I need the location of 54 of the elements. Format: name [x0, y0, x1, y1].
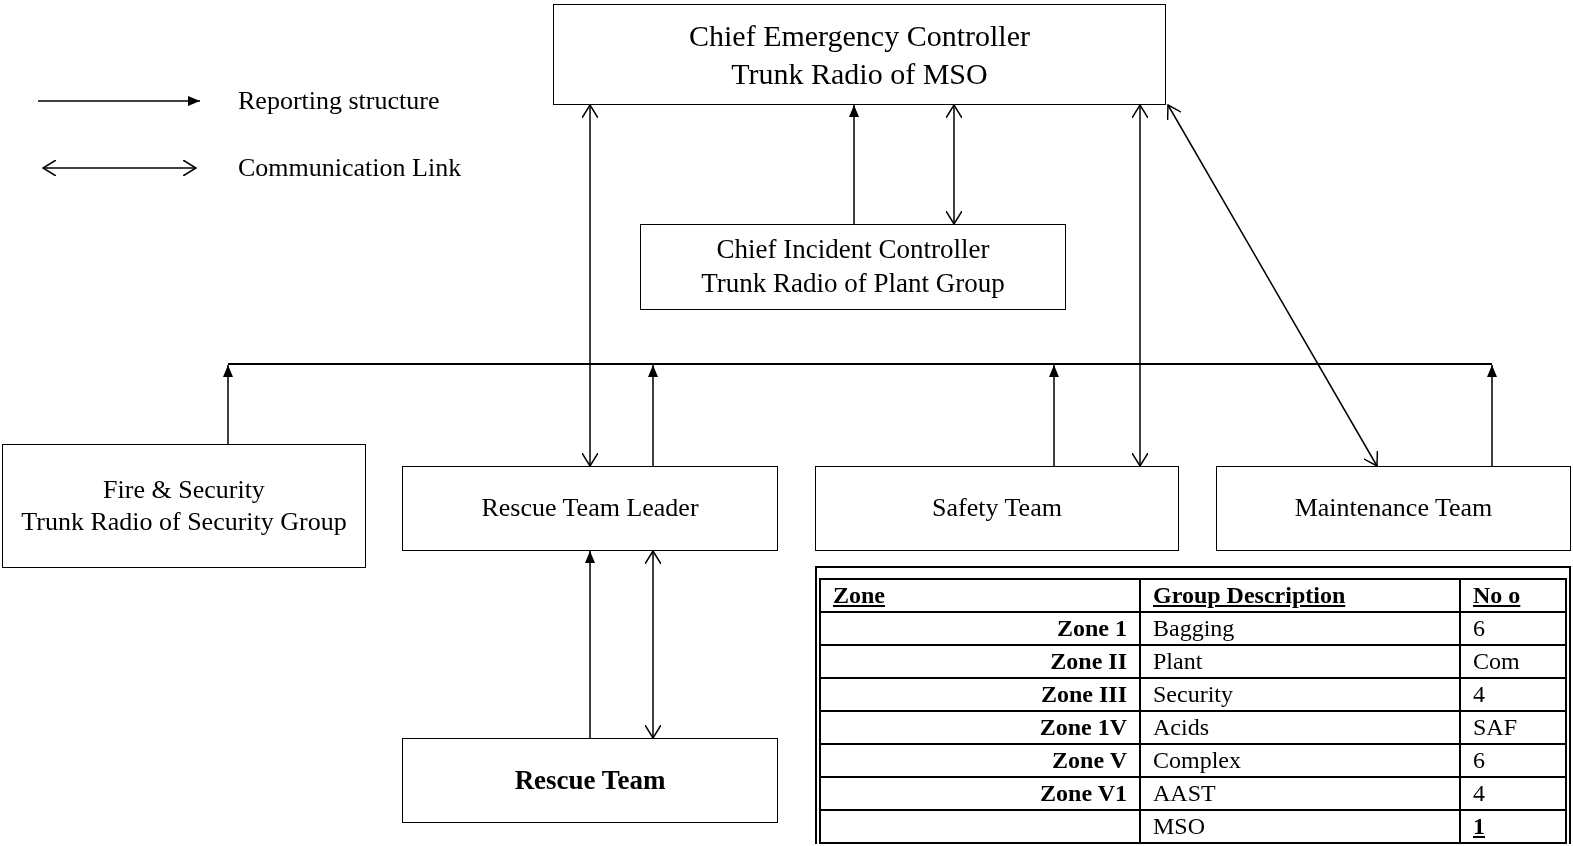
arrow — [644, 550, 662, 739]
arrow — [945, 104, 963, 225]
table-header: No o — [1460, 579, 1566, 612]
box-text: Rescue Team Leader — [481, 492, 699, 525]
table-cell: Acids — [1140, 711, 1460, 744]
table-cell: Security — [1140, 678, 1460, 711]
arrow — [585, 550, 595, 739]
org-box — [2, 444, 366, 568]
table-cell: 6 — [1460, 612, 1566, 645]
table-cell: 4 — [1460, 678, 1566, 711]
arrow — [1487, 364, 1497, 467]
table-cell: Zone 1V — [820, 711, 1140, 744]
table-cell: Zone II — [820, 645, 1140, 678]
table-header: Group Description — [1140, 579, 1460, 612]
arrow — [849, 104, 859, 225]
table-cell: MSO — [1140, 810, 1460, 843]
org-box — [553, 4, 1166, 105]
table-cell: SAF — [1460, 711, 1566, 744]
box-text: Chief Emergency Controller — [689, 18, 1030, 54]
box-text: Trunk Radio of Plant Group — [701, 267, 1005, 300]
org-box — [402, 738, 778, 823]
table-cell: AAST — [1140, 777, 1460, 810]
legend-text: Communication Link — [238, 153, 462, 183]
org-box — [815, 466, 1179, 551]
table-header: Zone — [820, 579, 1140, 612]
table-cell: Plant — [1140, 645, 1460, 678]
arrow — [1166, 104, 1379, 467]
table-cell: Zone V1 — [820, 777, 1140, 810]
box-text: Trunk Radio of MSO — [731, 55, 988, 92]
table-cell: 1 — [1460, 810, 1566, 843]
org-box — [1216, 466, 1571, 551]
box-text: Fire & Security — [103, 473, 265, 506]
table-cell: Zone V — [820, 744, 1140, 777]
table-cell: Zone 1 — [820, 612, 1140, 645]
box-text: Trunk Radio of Security Group — [21, 506, 347, 538]
org-box — [402, 466, 778, 551]
table-cell: Complex — [1140, 744, 1460, 777]
table-cell: Bagging — [1140, 612, 1460, 645]
org-box — [640, 224, 1066, 310]
box-text: Chief Incident Controller — [716, 233, 990, 267]
bus-line — [228, 363, 1492, 365]
arrow — [1049, 364, 1059, 467]
arrow — [223, 364, 233, 445]
arrow — [648, 364, 658, 467]
table-cell: Zone III — [820, 678, 1140, 711]
table-cell: 6 — [1460, 744, 1566, 777]
arrow — [1131, 104, 1149, 467]
box-text: Rescue Team — [514, 763, 666, 797]
table-cell: Com — [1460, 645, 1566, 678]
legend-text: Reporting structure — [238, 86, 440, 116]
table-cell: 4 — [1460, 777, 1566, 810]
box-text: Safety Team — [932, 492, 1062, 525]
arrow — [581, 104, 599, 467]
box-text: Maintenance Team — [1294, 492, 1493, 525]
